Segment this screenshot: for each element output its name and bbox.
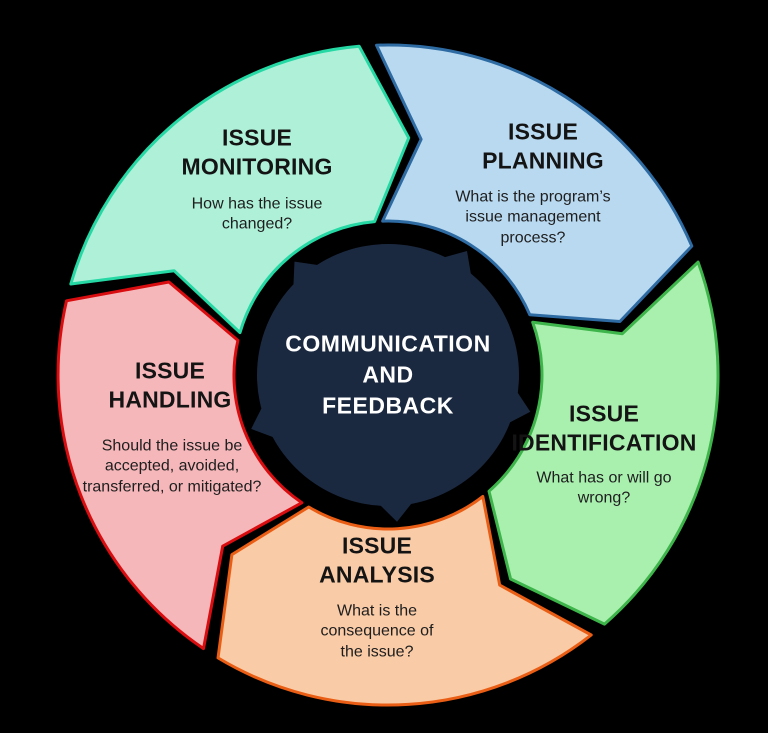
segment-title-line2: IDENTIFICATION: [511, 429, 697, 455]
segment-question-planning: What is the program’s issue management p…: [455, 188, 611, 247]
segment-question-monitoring: How has the issue changed?: [191, 195, 323, 233]
segment-question-identification: What has or will go wrong?: [536, 469, 672, 507]
segment-shape-analysis: [216, 494, 593, 707]
segment-shape-handling: [56, 280, 304, 651]
segment-shape-monitoring: [69, 44, 411, 335]
segment-title-line1: ISSUE: [507, 118, 579, 145]
segment-question-handling: Should the issue be accepted, avoided, t…: [82, 437, 262, 496]
segment-title-line2: MONITORING: [181, 153, 333, 179]
segment-title-line2: ANALYSIS: [319, 561, 435, 587]
center-label: COMMUNICATION AND FEEDBACK: [285, 328, 490, 421]
segment-title-monitoring: ISSUE MONITORING: [181, 123, 332, 181]
segment-title-planning: ISSUE PLANNING: [482, 117, 604, 175]
center-label-line3: FEEDBACK: [322, 392, 454, 419]
center-badge: [251, 244, 531, 522]
segment-title-line1: ISSUE: [568, 400, 640, 427]
center-label-line2: AND: [362, 361, 414, 388]
segment-title-line1: ISSUE: [221, 124, 293, 151]
segment-title-analysis: ISSUE ANALYSIS: [319, 531, 435, 589]
segment-shape-identification: [487, 260, 720, 626]
segment-shape-planning: [375, 43, 694, 323]
center-label-line1: COMMUNICATION: [285, 330, 491, 357]
segment-question-analysis: What is the consequence of the issue?: [320, 602, 434, 661]
segment-title-line2: HANDLING: [108, 386, 232, 412]
segment-title-identification: ISSUE IDENTIFICATION: [511, 399, 696, 457]
segment-title-handling: ISSUE HANDLING: [109, 356, 232, 414]
segment-title-line1: ISSUE: [341, 532, 413, 559]
segment-title-line2: PLANNING: [482, 147, 604, 173]
center-circle: [257, 244, 519, 506]
segment-title-line1: ISSUE: [134, 357, 206, 384]
